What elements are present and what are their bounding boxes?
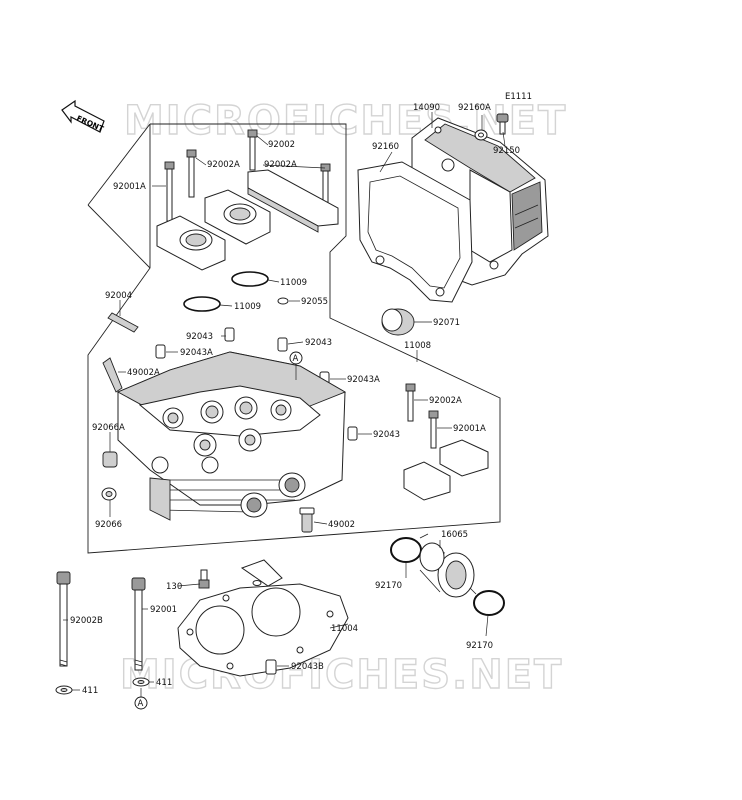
label-92002a-3: 92002A [429, 396, 462, 406]
ref-marker-a-top-text: A [293, 354, 299, 364]
label-92160a: 92160A [458, 103, 491, 113]
label-92071: 92071 [433, 318, 460, 328]
rubber-plug [381, 308, 415, 336]
o-rings [183, 271, 289, 312]
intake-joint [390, 533, 505, 616]
label-92002a-1: 92002A [207, 160, 240, 170]
bolt-130 [198, 569, 210, 589]
watermark-top: MICROFICHES.NET [124, 98, 567, 144]
ref-marker-a-bottom: A [134, 688, 148, 710]
label-92170-b: 92170 [466, 641, 493, 651]
label-411-b: 411 [156, 678, 172, 688]
label-92043-c: 92043 [373, 430, 400, 440]
label-130: 130 [166, 582, 182, 592]
cap-washer [474, 129, 488, 141]
label-92066a: 92066A [92, 423, 125, 433]
label-92150: 92150 [493, 146, 520, 156]
label-92160: 92160 [372, 142, 399, 152]
label-14090: 14090 [413, 103, 440, 113]
cover-gasket [357, 161, 473, 303]
valve-seals [101, 451, 118, 501]
leader-lines [63, 112, 506, 691]
label-92043b: 92043B [291, 662, 324, 672]
group-frames [87, 123, 501, 554]
label-411-a: 411 [82, 686, 98, 696]
label-92043-a: 92043 [186, 332, 213, 342]
label-92043a-b: 92043A [347, 375, 380, 385]
cylinder-head [102, 351, 347, 521]
label-92055: 92055 [301, 297, 328, 307]
label-92066: 92066 [95, 520, 122, 530]
label-49002a: 49002A [127, 368, 160, 378]
label-11008: 11008 [404, 341, 431, 351]
dowel-pin-bottom [265, 659, 277, 675]
label-11004: 11004 [331, 624, 358, 634]
label-92002-top: 92002 [268, 140, 295, 150]
label-92002a-2: 92002A [264, 160, 297, 170]
long-bolts [56, 571, 146, 671]
label-49002: 49002 [328, 520, 355, 530]
label-92001a-right: 92001A [453, 424, 486, 434]
label-92001a-left: 92001A [113, 182, 146, 192]
label-92001: 92001 [150, 605, 177, 615]
label-11009-a: 11009 [280, 278, 307, 288]
label-92043-b: 92043 [305, 338, 332, 348]
label-11009-b: 11009 [234, 302, 261, 312]
right-cam-holder [403, 383, 489, 501]
label-16065: 16065 [441, 530, 468, 540]
stud [107, 312, 139, 333]
part-labels: 14090 92160A 92160 92150 92002 92002A 92… [70, 103, 520, 696]
cap-bolt [496, 113, 509, 135]
label-92002b: 92002B [70, 616, 103, 626]
label-92004: 92004 [105, 291, 132, 301]
ref-marker-a-bottom-text: A [138, 699, 144, 709]
dowel-pins [155, 327, 358, 441]
figure-code: E1111 [505, 92, 532, 102]
cam-holder-assembly [156, 129, 339, 271]
front-arrow-icon: FRONT [61, 99, 106, 134]
ref-marker-a-top: A [289, 351, 303, 380]
washers [55, 677, 150, 695]
label-92043a-a: 92043A [180, 348, 213, 358]
head-gasket [177, 559, 349, 677]
oil-plug [299, 507, 315, 533]
watermark-bottom: MICROFICHES.NET [120, 652, 563, 698]
label-92170-a: 92170 [375, 581, 402, 591]
